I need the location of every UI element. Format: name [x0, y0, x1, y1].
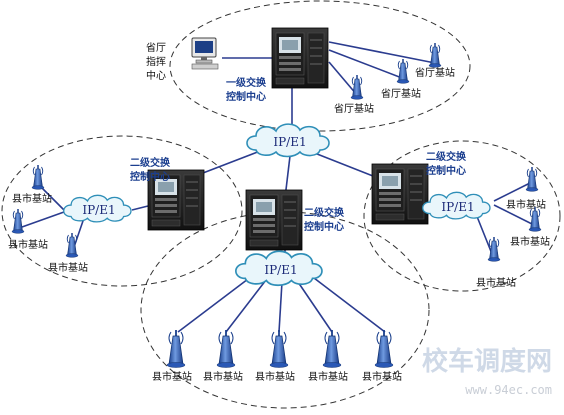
county-station-label: 县市基站: [510, 235, 550, 248]
watermark-url: www.94ec.com: [465, 383, 552, 397]
county-station-label: 县市基站: [476, 276, 516, 289]
county-station-label: 县市基站: [506, 198, 546, 211]
watermark-brand: 校车调度网: [422, 346, 552, 377]
county-station-label: 县市基站: [12, 192, 52, 205]
south-second-level-label-line2: 控制中心: [304, 220, 344, 233]
county-station-antenna-icon: [31, 164, 45, 191]
county-station-label: 县市基站: [203, 370, 243, 383]
command-center-computer-icon: [191, 37, 219, 70]
east-second-level-switch-server-icon: [371, 163, 429, 225]
south-cloud-label: IP/E1: [264, 263, 297, 277]
west-cloud-label: IP/E1: [82, 203, 115, 217]
west-county-region-boundary: [1, 135, 243, 287]
command-center-label-line1: 省厅: [146, 41, 166, 54]
county-station-label: 县市基站: [48, 261, 88, 274]
county-station-label: 县市基站: [8, 238, 48, 251]
county-station-antenna-icon: [166, 329, 186, 369]
county-station-label: 县市基站: [362, 370, 402, 383]
county-station-antenna-icon: [322, 329, 342, 369]
county-station-label: 县市基站: [255, 370, 295, 383]
province-station-antenna-icon: [396, 58, 410, 85]
province-station-label: 省厅基站: [381, 87, 421, 100]
east-second-level-label-line1: 二级交换: [426, 150, 467, 163]
province-station-antenna-icon: [350, 74, 364, 101]
province-station-antenna-icon: [428, 42, 442, 69]
command-center-label-line3: 中心: [146, 69, 166, 82]
first-level-switch-label-line1: 一级交换: [226, 76, 267, 89]
county-station-antenna-icon: [11, 208, 25, 235]
province-station-label: 省厅基站: [415, 66, 455, 79]
west-second-level-label-line2: 控制中心: [130, 170, 170, 183]
east-county-region-boundary: [363, 140, 561, 292]
county-station-antenna-icon: [269, 329, 289, 369]
county-station-label: 县市基站: [152, 370, 192, 383]
south-second-level-switch-server-icon: [245, 189, 303, 251]
county-station-antenna-icon: [525, 166, 539, 193]
south-second-level-label-line1: 二级交换: [304, 206, 345, 219]
province-region-boundary: [169, 0, 471, 132]
west-second-level-label-line1: 二级交换: [130, 156, 171, 169]
core-cloud-label: IP/E1: [273, 135, 306, 149]
county-station-antenna-icon: [216, 329, 236, 369]
first-level-switch-label-line2: 控制中心: [226, 90, 266, 103]
first-level-switch-server-icon: [271, 27, 329, 89]
east-cloud-label: IP/E1: [441, 200, 474, 214]
county-station-label: 县市基站: [308, 370, 348, 383]
command-center-label-line2: 指挥: [146, 55, 166, 68]
province-station-label: 省厅基站: [334, 102, 374, 115]
county-station-antenna-icon: [65, 232, 79, 259]
east-second-level-label-line2: 控制中心: [426, 164, 466, 177]
county-station-antenna-icon: [374, 329, 394, 369]
